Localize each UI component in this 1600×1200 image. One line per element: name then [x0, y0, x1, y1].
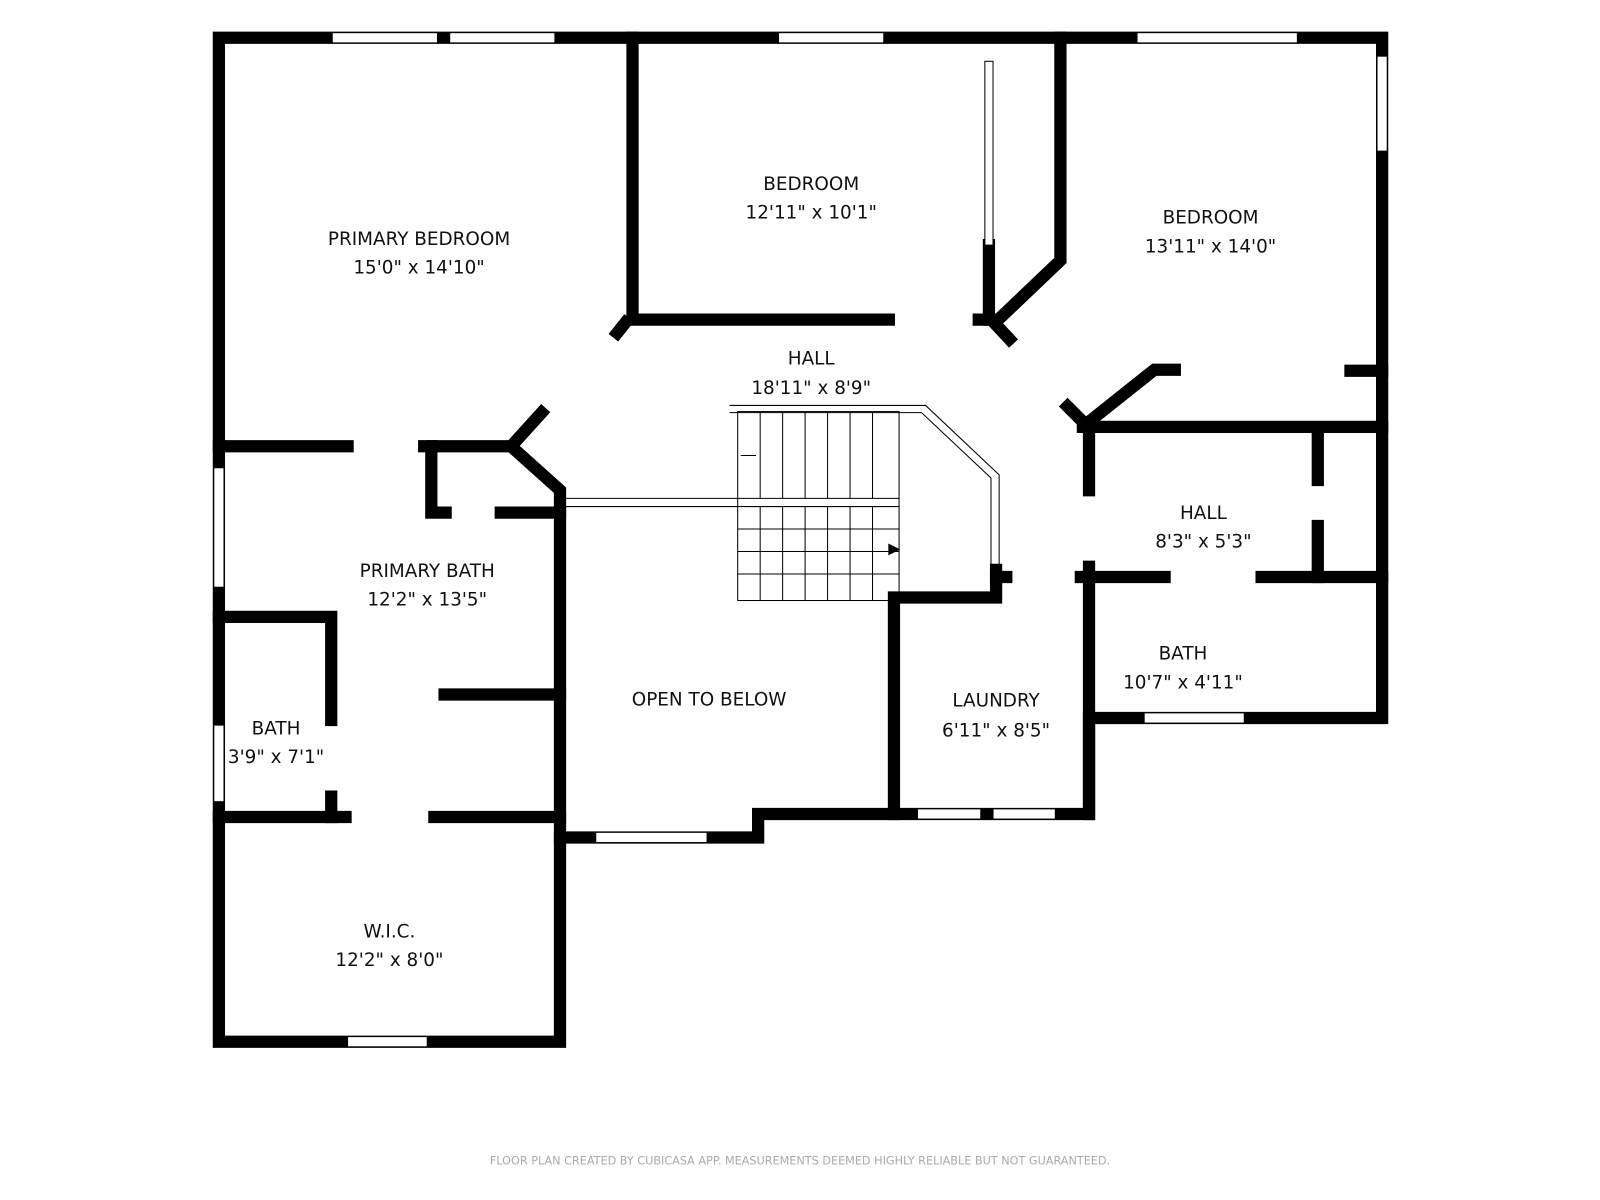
room-labels: PRIMARY BEDROOM 15'0" x 14'10" BEDROOM 1…	[228, 174, 1276, 971]
room-size: 3'9" x 7'1"	[228, 747, 324, 768]
room-size: 10'7" x 4'11"	[1123, 672, 1243, 693]
room-size: 12'2" x 8'0"	[335, 950, 443, 971]
room-name: W.I.C.	[364, 922, 416, 943]
room-name: BATH	[252, 718, 301, 739]
room-size: 18'11" x 8'9"	[751, 378, 871, 399]
room-name: HALL	[1180, 503, 1228, 524]
walls	[212, 31, 1389, 1048]
room-size: 15'0" x 14'10"	[353, 258, 484, 279]
room-size: 6'11" x 8'5"	[942, 720, 1050, 741]
room-size: 8'3" x 5'3"	[1155, 531, 1251, 552]
disclaimer-footer: FLOOR PLAN CREATED BY CUBICASA APP. MEAS…	[490, 1154, 1110, 1167]
room-size: 12'11" x 10'1"	[746, 203, 877, 224]
room-name: BEDROOM	[1163, 208, 1259, 229]
room-name: PRIMARY BATH	[360, 561, 495, 582]
room-name: LAUNDRY	[952, 691, 1040, 712]
room-size: 12'2" x 13'5"	[367, 590, 487, 611]
room-name: BATH	[1159, 644, 1208, 665]
room-name: BEDROOM	[763, 174, 859, 195]
room-name: HALL	[788, 349, 836, 370]
staircase	[560, 404, 1000, 602]
room-size: 13'11" x 14'0"	[1145, 236, 1276, 257]
room-name: PRIMARY BEDROOM	[328, 229, 510, 250]
windows	[213, 32, 1388, 1048]
room-name: OPEN TO BELOW	[632, 690, 787, 711]
